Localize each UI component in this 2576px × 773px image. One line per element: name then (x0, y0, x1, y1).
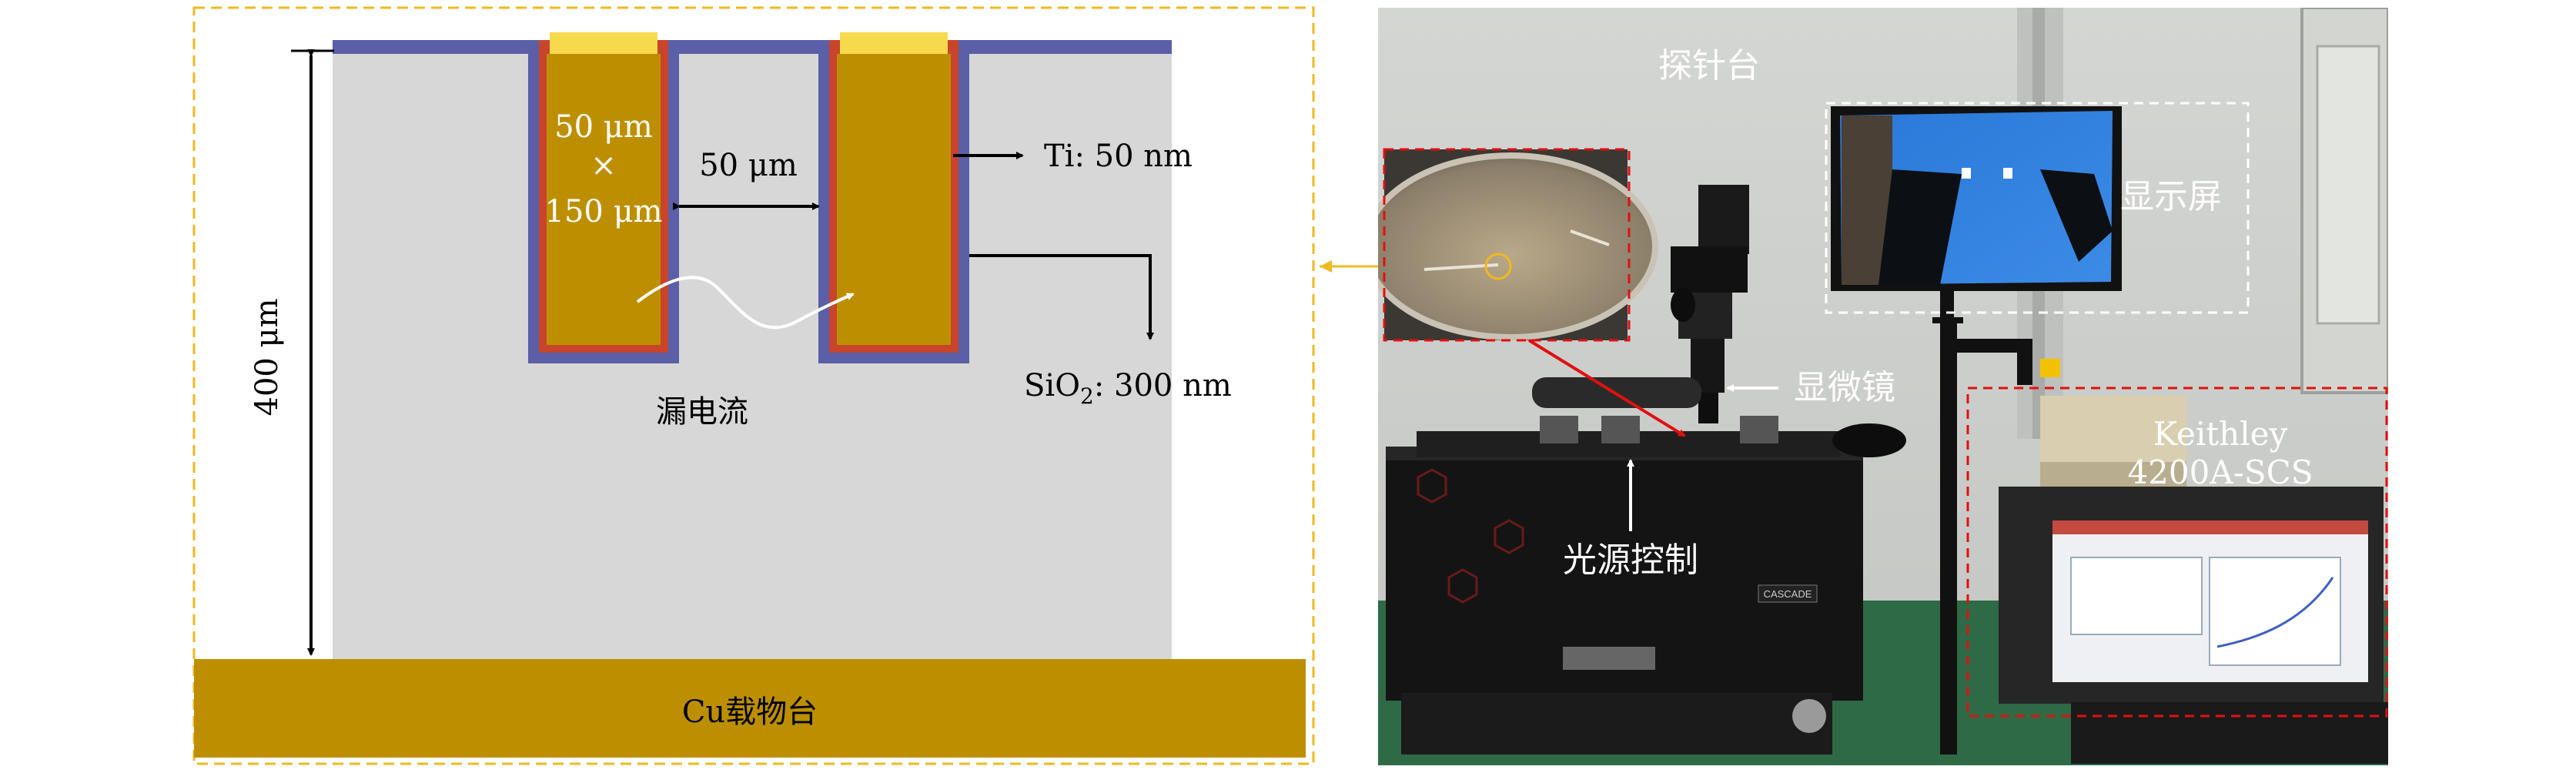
monitor-arm (1940, 323, 1957, 755)
microscope (1671, 185, 1749, 423)
trench-times-label: × (590, 148, 617, 183)
left-contact-pad (550, 32, 657, 54)
right-contact-pad (840, 32, 948, 54)
zoom-link-arrowhead (1320, 260, 1332, 273)
leakage-current-arrow (636, 276, 855, 330)
probe-tip-inset (1378, 149, 1658, 340)
schematic-dashed-frame (192, 6, 1315, 765)
cu-stage (194, 659, 1306, 758)
light-control-label: 光源控制 (1563, 540, 1698, 580)
brand-plate-text: CASCADE (1764, 588, 1812, 600)
probe-tip-marker (1484, 253, 1512, 280)
keyboard (2071, 702, 2388, 764)
sio2-pointer-arrow (969, 254, 1154, 340)
silicon-substrate (333, 51, 1172, 659)
cu-stage-label: Cu载物台 (682, 694, 818, 730)
inset-link-arrow (1527, 339, 1686, 437)
display-label: 显示屏 (2120, 177, 2222, 216)
photo-panel: 显示屏 探针台 显微镜 (1378, 8, 2388, 765)
probe-table: CASCADE (1386, 377, 1906, 755)
trench-depth-label: 150 μm (545, 194, 663, 229)
right-trench (818, 32, 969, 363)
left-trench (528, 32, 679, 363)
probe-station-label: 探针台 (1658, 46, 1760, 85)
gap-label: 50 μm (699, 148, 798, 183)
leakage-current-label: 漏电流 (656, 394, 748, 430)
schematic-panel: Cu载物台 50 μm × 150 μm 50 μm Ti: 50 nm SiO… (192, 6, 1315, 765)
keithley-dashed-frame (1966, 386, 2388, 718)
thickness-label: 400 μm (249, 299, 285, 417)
trench-width-label: 50 μm (554, 109, 653, 145)
warning-sticker (2040, 359, 2060, 377)
sio2-label: SiO2: 300 nm (1024, 368, 1232, 409)
keithley-instrument (1999, 396, 2388, 764)
microscope-label: 显微镜 (1794, 368, 1895, 407)
monitor-stand (1940, 291, 1954, 320)
brand-plate (1758, 584, 1818, 603)
keithley-label-line2: 4200A-SCS (2127, 453, 2313, 491)
top-oxide-layer (333, 40, 1172, 54)
keithley-label-line1: Keithley (2153, 415, 2288, 453)
display-dashed-frame (1825, 102, 2250, 314)
ti-label: Ti: 50 nm (1044, 139, 1193, 174)
inset-dashed-frame (1383, 148, 1631, 342)
